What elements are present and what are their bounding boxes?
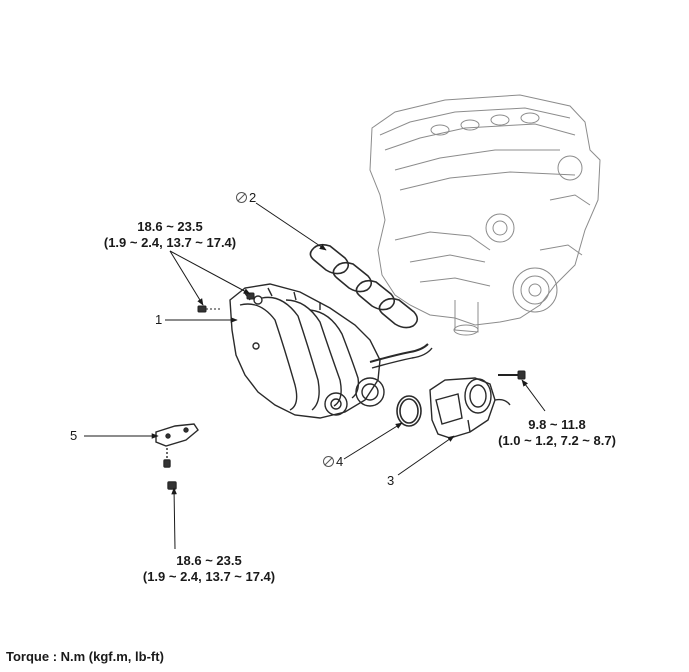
callout-4: 4 <box>336 454 344 469</box>
torque-value-alt-units: (1.0 ~ 1.2, 7.2 ~ 8.7) <box>498 433 616 448</box>
torque-value: 9.8 ~ 11.8 <box>528 417 586 432</box>
throttle-body-bolt <box>498 370 526 380</box>
torque-value-alt-units: (1.9 ~ 2.4, 13.7 ~ 17.4) <box>103 235 237 250</box>
torque-value: 18.6 ~ 23.5 <box>137 219 203 234</box>
torque-value: 18.6 ~ 23.5 <box>176 553 242 568</box>
torque-label-right: 9.8 ~ 11.8 (1.0 ~ 1.2, 7.2 ~ 8.7) <box>490 417 624 449</box>
callout-5: 5 <box>70 428 78 443</box>
bracket <box>155 423 199 490</box>
callout-1: 1 <box>155 312 163 327</box>
torque-units-note: Torque : N.m (kgf.m, lb-ft) <box>6 649 164 664</box>
torque-label-lower: 18.6 ~ 23.5 (1.9 ~ 2.4, 13.7 ~ 17.4) <box>138 553 280 585</box>
engine-assembly <box>369 94 601 336</box>
prohibit-icon <box>236 192 247 203</box>
throttle-body-gasket <box>396 395 422 427</box>
intake-manifold-gasket <box>309 243 419 329</box>
intake-manifold <box>229 283 433 419</box>
prohibit-icon <box>323 456 334 467</box>
torque-label-upper-left: 18.6 ~ 23.5 (1.9 ~ 2.4, 13.7 ~ 17.4) <box>100 219 240 251</box>
leader-lines <box>84 202 546 550</box>
callout-2: 2 <box>249 190 257 205</box>
throttle-body <box>429 377 511 439</box>
manifold-bolts <box>197 292 255 313</box>
callout-3: 3 <box>387 473 395 488</box>
torque-value-alt-units: (1.9 ~ 2.4, 13.7 ~ 17.4) <box>142 569 276 584</box>
